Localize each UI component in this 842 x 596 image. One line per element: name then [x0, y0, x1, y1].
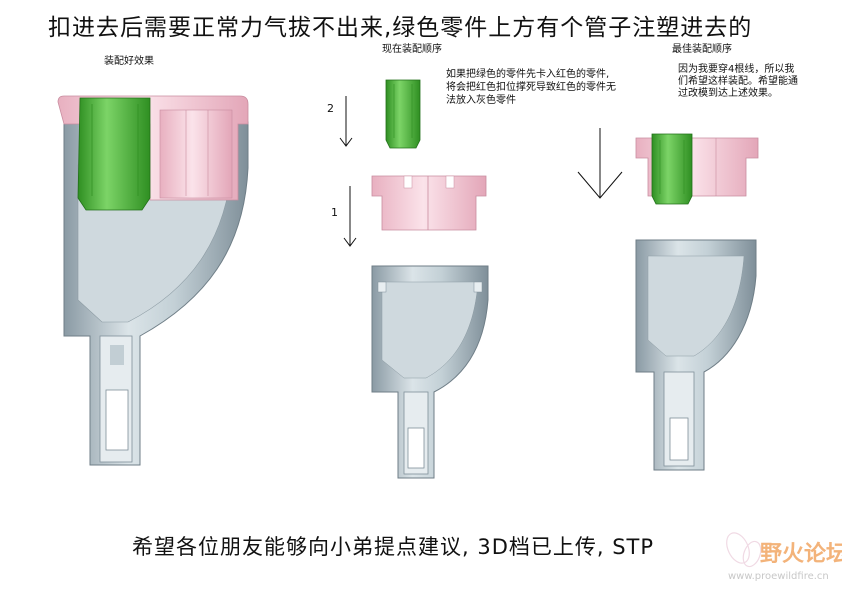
green-part-right	[651, 133, 693, 205]
note-current-order: 如果把绿色的零件先卡入红色的零件,将会把红色扣位撑死导致红色的零件无法放入灰色零…	[446, 69, 616, 106]
pink-part-middle	[371, 175, 487, 231]
best-order-view	[577, 128, 759, 471]
green-part	[77, 97, 151, 211]
note-best-order: 因为我要穿4根线，所以我们希望这样装配。希望能通过改模到达上述效果。	[678, 64, 798, 99]
watermark-url: www.proewildfire.cn	[728, 571, 829, 582]
watermark-logo	[726, 532, 762, 568]
step-label-1: 1	[331, 206, 338, 219]
green-part-middle	[385, 79, 421, 149]
page-title: 扣进去后需要正常力气拔不出来,绿色零件上方有个管子注塑进去的	[48, 15, 753, 41]
assembled-view	[57, 95, 249, 466]
current-order-view	[339, 79, 489, 479]
step-label-2: 2	[327, 102, 334, 115]
watermark-name: 野火论坛	[760, 542, 842, 567]
caption-assembled: 装配好效果	[104, 56, 154, 67]
caption-best-order: 最佳装配顺序	[672, 44, 732, 55]
footer-text: 希望各位朋友能够向小弟提点建议, 3D档已上传, STP	[132, 535, 655, 559]
caption-current-order: 现在装配顺序	[382, 44, 442, 55]
